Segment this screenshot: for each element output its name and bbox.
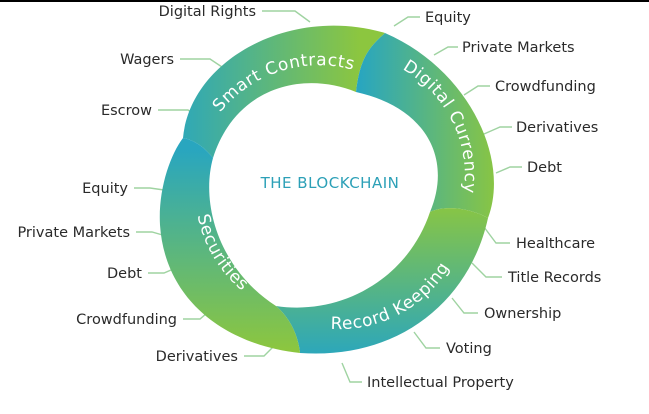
label-dc-derivatives: Derivatives xyxy=(516,120,598,136)
label-sec-crowdfunding: Crowdfunding xyxy=(76,312,177,328)
label-wagers: Wagers xyxy=(120,52,174,68)
label-sec-private-markets: Private Markets xyxy=(17,225,130,241)
top-border xyxy=(0,0,649,2)
segment-record-keeping xyxy=(276,208,488,354)
label-sec-equity: Equity xyxy=(82,181,128,197)
segment-securities xyxy=(159,138,300,353)
label-escrow: Escrow xyxy=(101,103,152,119)
label-rk-title-records: Title Records xyxy=(507,270,601,286)
segment-smart-contracts xyxy=(183,25,385,158)
label-dc-equity: Equity xyxy=(425,10,471,26)
label-rk-voting: Voting xyxy=(446,341,492,357)
label-sec-debt: Debt xyxy=(107,266,142,282)
label-sec-derivatives: Derivatives xyxy=(156,349,238,365)
label-dc-private-markets: Private Markets xyxy=(462,40,575,56)
label-dc-debt: Debt xyxy=(527,160,562,176)
label-dc-crowdfunding: Crowdfunding xyxy=(495,79,596,95)
label-rk-intellectual-property: Intellectual Property xyxy=(367,375,514,391)
label-rk-ownership: Ownership xyxy=(484,306,561,322)
ring xyxy=(159,25,494,354)
label-digital-rights: Digital Rights xyxy=(159,4,256,20)
label-rk-healthcare: Healthcare xyxy=(516,236,595,252)
center-title: THE BLOCKCHAIN xyxy=(260,174,400,192)
segment-digital-currency xyxy=(356,33,494,218)
